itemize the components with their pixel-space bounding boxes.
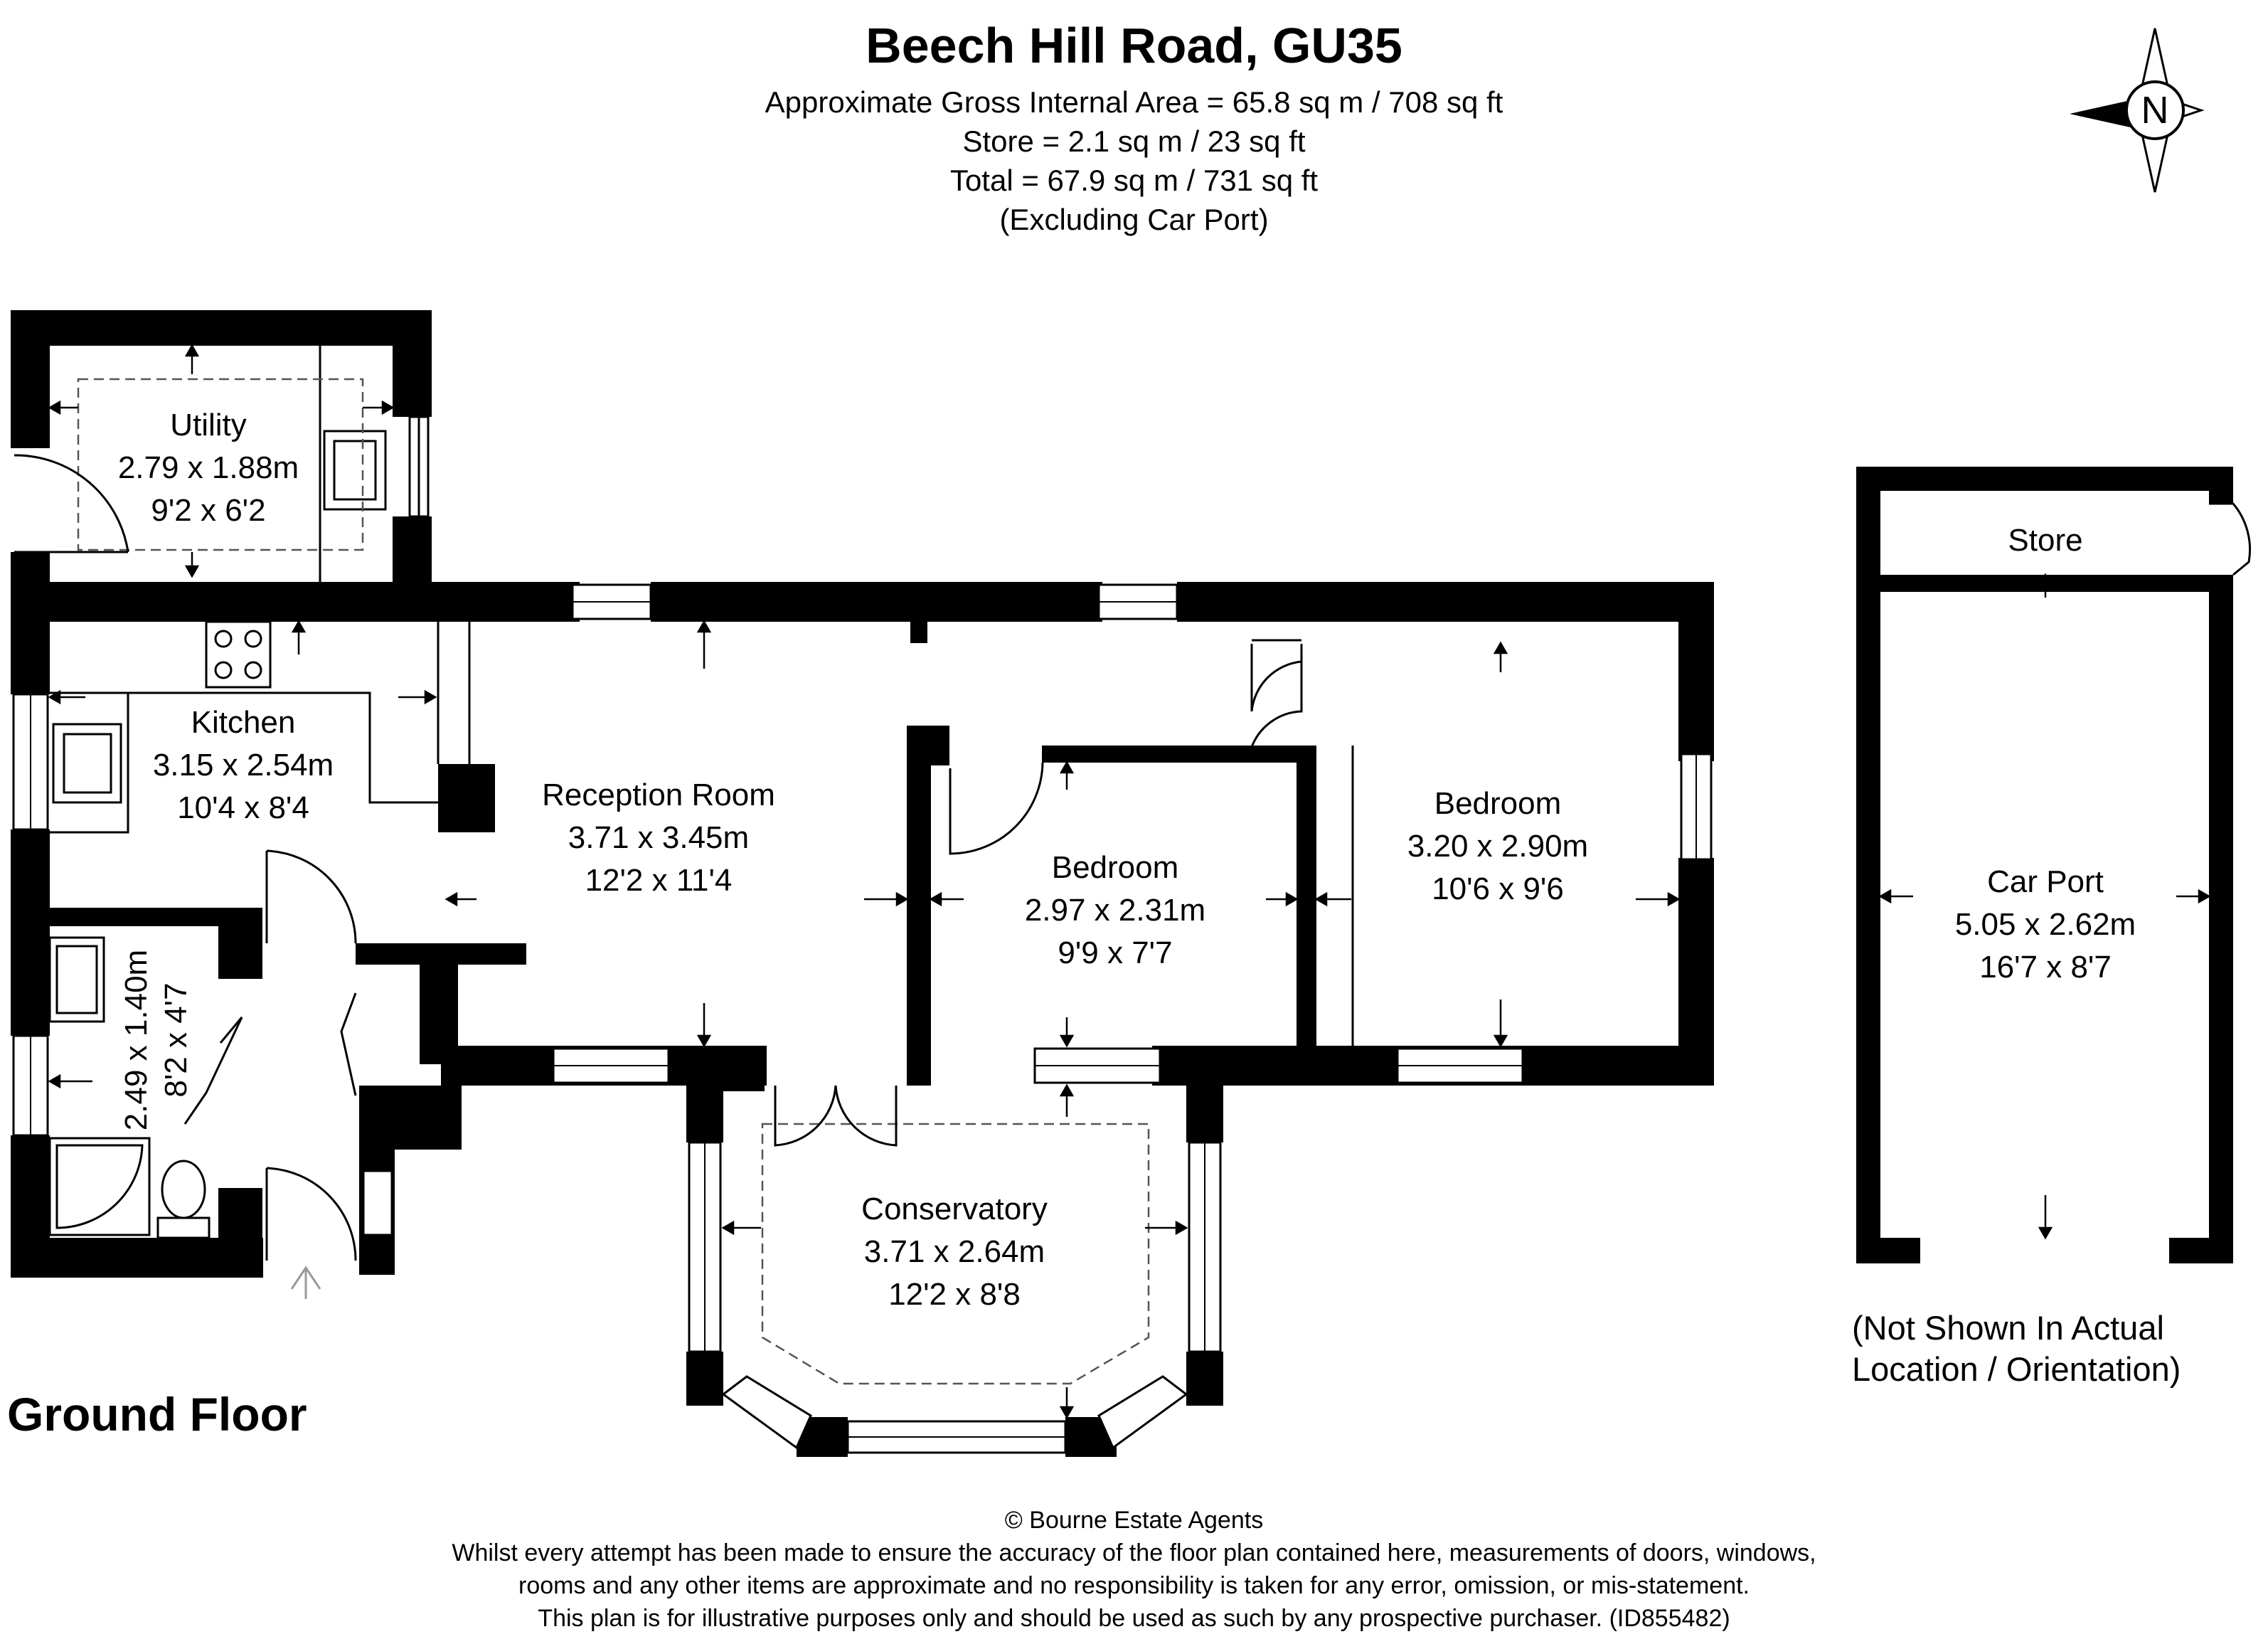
north-compass-icon: N — [2070, 28, 2205, 193]
utility-sink-icon — [319, 346, 387, 588]
room-name: Kitchen — [191, 705, 296, 740]
room-label-bedroom-small: Bedroom 2.97 x 2.31m 9'9 x 7'7 — [1025, 847, 1205, 975]
carport-walls — [1856, 467, 2233, 1263]
area-note: (Excluding Car Port) — [999, 203, 1269, 236]
room-label-kitchen: Kitchen 3.15 x 2.54m 10'4 x 8'4 — [153, 701, 334, 829]
shower-icon — [48, 1137, 151, 1236]
room-label-store: Store — [2008, 519, 2082, 562]
room-imperial: 12'2 x 8'8 — [888, 1277, 1021, 1312]
kitchen-sink-icon — [52, 723, 122, 804]
dimension-arrows — [48, 344, 2211, 1419]
room-name: Store — [2008, 523, 2083, 558]
utility-window-icon — [408, 415, 430, 518]
note-line: (Not Shown In Actual — [1852, 1309, 2164, 1347]
copyright: © Bourne Estate Agents — [1004, 1507, 1264, 1534]
room-imperial: 16'7 x 8'7 — [1979, 950, 2112, 985]
window-centerlines — [30, 601, 1697, 1135]
room-label-reception: Reception Room 3.71 x 3.45m 12'2 x 11'4 — [542, 774, 775, 902]
bedroom-door-icons — [949, 639, 1354, 1046]
toilet-icon — [156, 1160, 211, 1239]
room-imperial: 10'6 x 9'6 — [1432, 871, 1564, 906]
room-metric: 2.97 x 2.31m — [1024, 893, 1206, 928]
room-metric: 2.79 x 1.88m — [117, 450, 299, 485]
main-walls — [11, 552, 1714, 1278]
hob-icon — [205, 620, 272, 689]
room-name: Reception Room — [542, 778, 775, 812]
conservatory-door-icon — [774, 1085, 898, 1147]
room-label-wc: 2.49 x 1.40m 8'2 x 4'7 — [117, 933, 196, 1147]
gross-internal-area: Approximate Gross Internal Area = 65.8 s… — [765, 85, 1503, 119]
room-metric: 3.71 x 3.45m — [568, 820, 750, 855]
room-name: Car Port — [1987, 864, 2104, 899]
conservatory-floor-outline — [761, 1123, 1150, 1385]
conservatory-window-lines — [704, 1142, 1205, 1438]
utility-walls — [11, 310, 432, 588]
floor-label: Ground Floor — [7, 1388, 307, 1441]
store-door-icon — [2209, 502, 2252, 576]
disclaimer-line: This plan is for illustrative purposes o… — [538, 1605, 1730, 1632]
room-imperial: 9'9 x 7'7 — [1058, 935, 1173, 970]
kitchen-counter — [50, 622, 471, 834]
room-name: Conservatory — [861, 1192, 1048, 1226]
plan-title: Beech Hill Road, GU35 — [866, 18, 1402, 73]
disclaimer-line: rooms and any other items are approximat… — [518, 1572, 1750, 1599]
room-name: Bedroom — [1051, 850, 1179, 885]
disclaimer-line: Whilst every attempt has been made to en… — [452, 1539, 1816, 1566]
room-label-bedroom-large: Bedroom 3.20 x 2.90m 10'6 x 9'6 — [1407, 783, 1588, 911]
room-label-utility: Utility 2.79 x 1.88m 9'2 x 6'2 — [118, 404, 299, 532]
room-metric: 5.05 x 2.62m — [1954, 907, 2136, 942]
hall-door-icons — [183, 849, 357, 1261]
utility-door-icon — [14, 454, 129, 553]
not-shown-note: (Not Shown In Actual Location / Orientat… — [1852, 1308, 2181, 1390]
room-metric: 2.49 x 1.40m — [119, 949, 154, 1131]
room-metric: 3.20 x 2.90m — [1407, 829, 1589, 864]
room-metric: 3.15 x 2.54m — [152, 748, 334, 783]
room-label-car-port: Car Port 5.05 x 2.62m 16'7 x 8'7 — [1955, 861, 2136, 989]
store-area: Store = 2.1 sq m / 23 sq ft — [962, 124, 1306, 158]
compass-label: N — [2141, 89, 2169, 132]
room-label-conservatory: Conservatory 3.71 x 2.64m 12'2 x 8'8 — [861, 1188, 1048, 1316]
room-imperial: 12'2 x 11'4 — [585, 863, 733, 898]
note-line: Location / Orientation) — [1852, 1350, 2181, 1388]
room-imperial: 9'2 x 6'2 — [151, 493, 266, 528]
room-imperial: 8'2 x 4'7 — [159, 982, 193, 1098]
room-imperial: 10'4 x 8'4 — [177, 790, 309, 825]
utility-floor-outline — [77, 378, 364, 551]
total-area: Total = 67.9 sq m / 731 sq ft — [949, 164, 1319, 197]
wc-sink-icon — [48, 936, 105, 1023]
room-name: Utility — [170, 408, 247, 442]
room-name: Bedroom — [1434, 786, 1562, 821]
entrance-arrow-icon — [290, 1266, 321, 1299]
room-metric: 3.71 x 2.64m — [863, 1234, 1045, 1269]
